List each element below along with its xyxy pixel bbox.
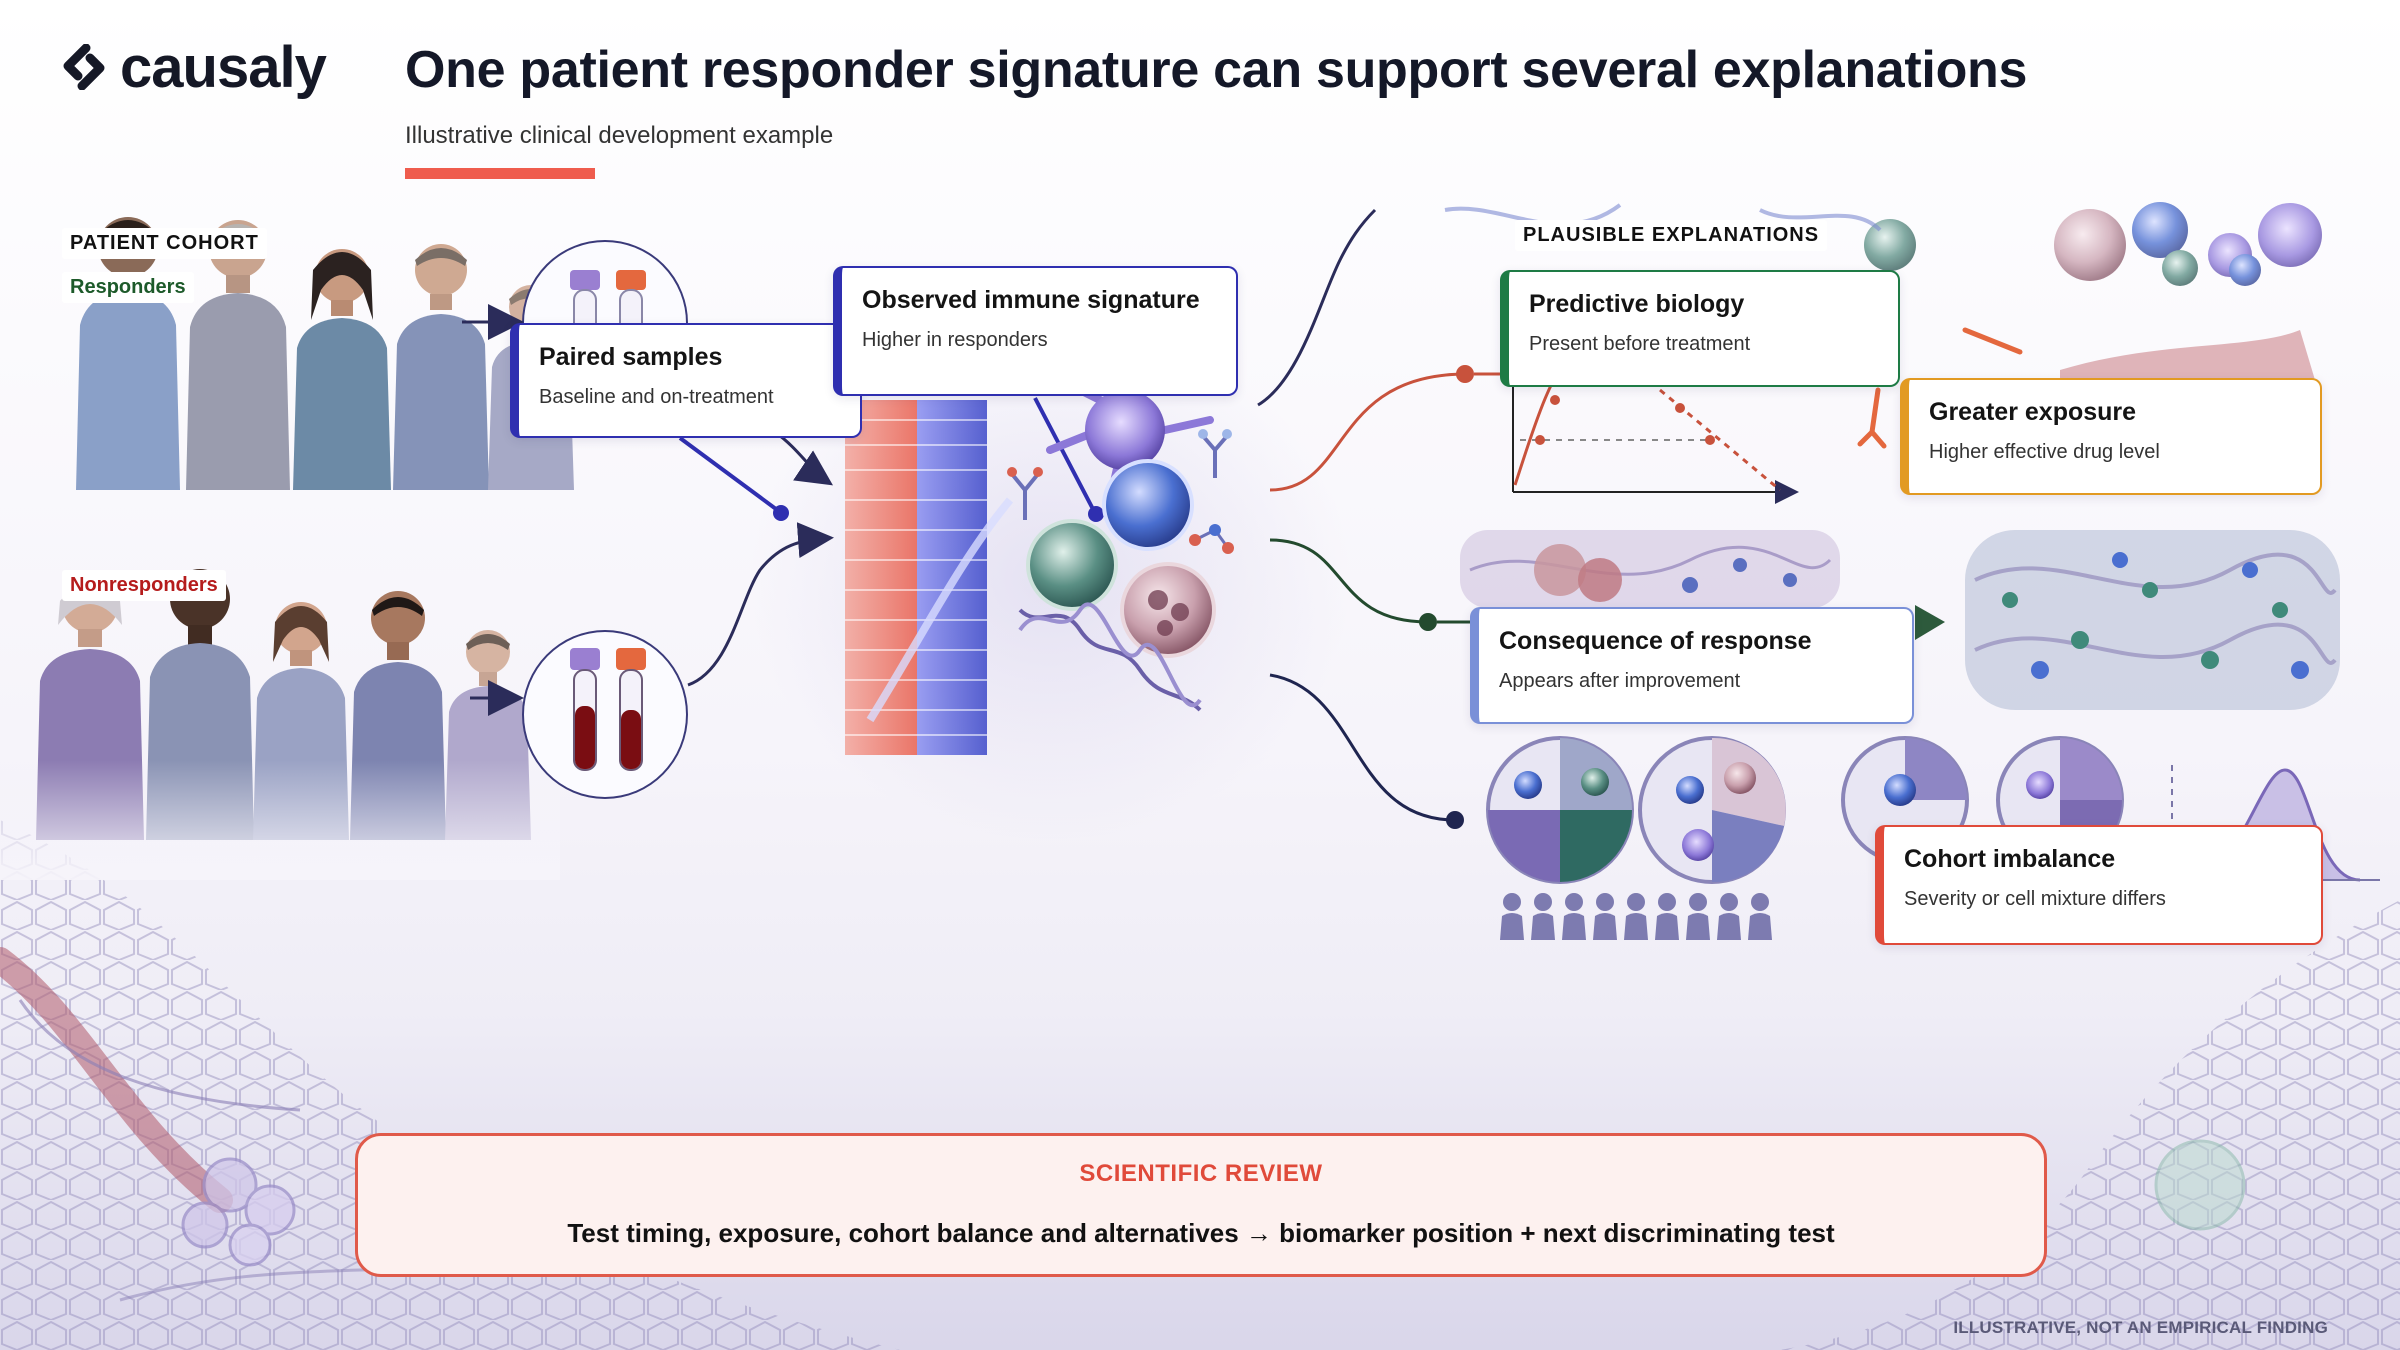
page-title: One patient responder signature can supp… <box>405 41 2028 99</box>
branch-node-consequence <box>1419 613 1437 631</box>
card-subtitle: Severity or cell mixture differs <box>1904 888 2166 910</box>
consequence-of-response-card: Consequence of response Appears after im… <box>1470 607 1914 724</box>
person-icon <box>1500 893 1772 940</box>
predictive-biology-card: Predictive biology Present before treatm… <box>1500 270 1900 387</box>
footer-disclaimer: ILLUSTRATIVE, NOT AN EMPIRICAL FINDING <box>1953 1318 2328 1337</box>
immune-cell-icon <box>1864 202 2322 286</box>
molecule-icon <box>1189 524 1234 554</box>
scientific-review-box: SCIENTIFIC REVIEW Test timing, exposure,… <box>355 1133 2047 1277</box>
pie-chart-icon <box>1486 736 1634 884</box>
tissue-arrow <box>1915 605 1945 640</box>
card-title: Consequence of response <box>1499 627 1812 655</box>
tubes-to-heatmap-arrow <box>687 522 834 687</box>
tissue-icon <box>1460 530 1840 608</box>
card-subtitle: Higher effective drug level <box>1929 441 2160 463</box>
page-subtitle: Illustrative clinical development exampl… <box>405 122 834 149</box>
card-subtitle: Present before treatment <box>1529 333 1751 355</box>
nonresponders-label: Nonresponders <box>62 570 226 601</box>
dna-helix-icon <box>1018 602 1202 712</box>
card-title: Paired samples <box>539 343 723 371</box>
branch-node-predictive <box>1456 365 1474 383</box>
card-title: Cohort imbalance <box>1904 845 2116 873</box>
pie-chart-icon <box>1638 736 1786 884</box>
paired-samples-card: Paired samples Baseline and on-treatment <box>510 323 862 438</box>
card-subtitle: Higher in responders <box>862 329 1048 351</box>
card-subtitle: Baseline and on-treatment <box>539 386 774 408</box>
title-accent-rule <box>405 168 595 179</box>
paired-pointer-line <box>678 436 782 514</box>
branch-node-imbalance <box>1446 811 1464 829</box>
antibody-icon <box>1857 327 2023 449</box>
branch-connector-top <box>1257 208 1377 407</box>
immune-cell-icon <box>1120 562 1216 658</box>
greater-exposure-card: Greater exposure Higher effective drug l… <box>1900 378 2322 495</box>
branch-connector-imbalance <box>1269 673 1456 822</box>
logo-wordmark: causaly <box>120 34 327 100</box>
card-title: Predictive biology <box>1529 290 1745 318</box>
scientific-review-text: Test timing, exposure, cohort balance an… <box>567 1218 1835 1248</box>
causaly-logo: causaly <box>58 32 327 102</box>
signature-pointer-line <box>1033 397 1097 514</box>
branch-connector-predictive <box>1269 372 1466 492</box>
scientific-review-heading: SCIENTIFIC REVIEW <box>1079 1160 1323 1187</box>
immune-cell-icon <box>1102 459 1194 551</box>
card-title: Observed immune signature <box>862 286 1200 314</box>
plausible-explanations-heading: PLAUSIBLE EXPLANATIONS <box>1515 220 1828 251</box>
vessel-icon <box>2060 330 2315 390</box>
signature-pointer-dot <box>1088 506 1104 522</box>
treatment-tubes-circle <box>522 630 688 799</box>
blood-tube-icon <box>570 648 646 771</box>
person-icon <box>277 220 407 490</box>
cohort-imbalance-card: Cohort imbalance Severity or cell mixtur… <box>1875 825 2323 945</box>
observed-signature-card: Observed immune signature Higher in resp… <box>833 266 1238 396</box>
heatmap-icon <box>845 400 1014 755</box>
paired-to-heatmap-arrow <box>774 430 833 486</box>
immune-cell-icon <box>1026 519 1118 611</box>
people-fade-overlay <box>0 760 560 880</box>
branch-connector-consequence <box>1269 538 1429 624</box>
paired-pointer-dot <box>773 505 789 521</box>
card-subtitle: Appears after improvement <box>1499 670 1741 692</box>
responders-label: Responders <box>62 272 194 303</box>
person-icon <box>379 220 504 490</box>
tissue-icon <box>1965 530 2340 710</box>
causaly-logo-icon <box>58 44 110 90</box>
card-title: Greater exposure <box>1929 398 2137 426</box>
patient-cohort-heading: PATIENT COHORT <box>62 228 267 259</box>
